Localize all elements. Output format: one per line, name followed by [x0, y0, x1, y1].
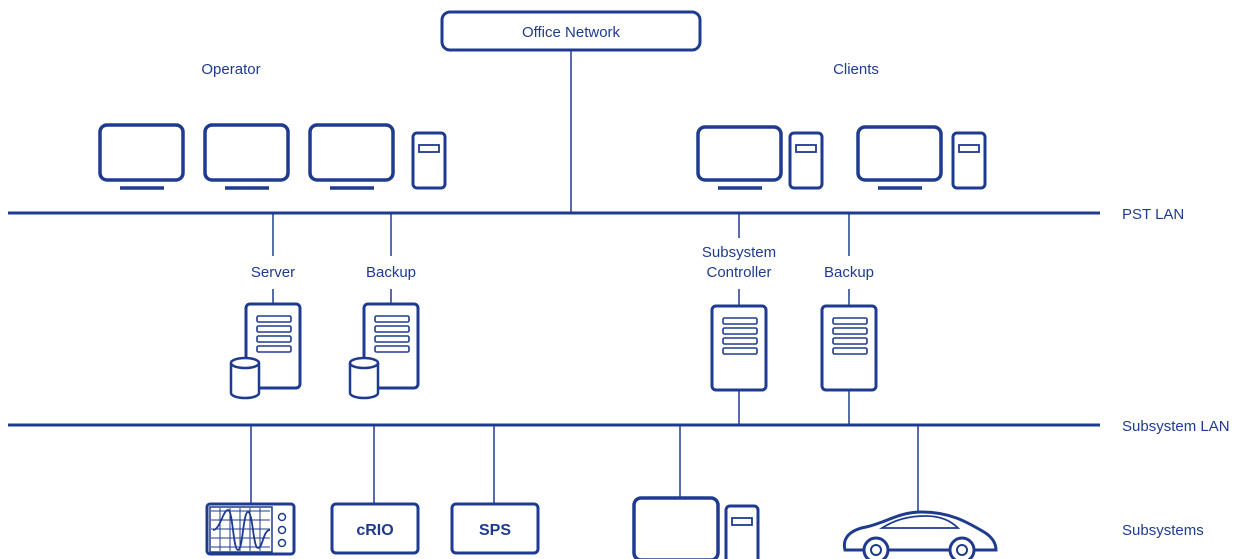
tower-pc-icon	[951, 131, 987, 190]
monitor-icon	[98, 123, 185, 190]
backup-left-label: Backup	[366, 264, 416, 281]
car-icon	[842, 510, 998, 559]
office-network-label: Office Network	[522, 24, 621, 41]
office-network-node: Office Network	[440, 10, 702, 52]
crio-device: cRIO	[330, 502, 420, 555]
monitor-icon	[203, 123, 290, 190]
tower-pc-icon	[724, 504, 760, 559]
monitor-icon	[632, 496, 720, 559]
pst-lan-label: PST LAN	[1122, 206, 1184, 223]
server-rack-icon	[362, 302, 420, 390]
database-icon	[229, 356, 261, 400]
tower-pc-icon	[411, 131, 447, 190]
subsystem-controller-label-line2: Controller	[706, 264, 771, 281]
backup-right-label: Backup	[824, 264, 874, 281]
sps-device: SPS	[450, 502, 540, 555]
tower-pc-icon	[788, 131, 824, 190]
server-rack-icon	[710, 304, 768, 392]
server-rack-icon	[820, 304, 878, 392]
database-icon	[348, 356, 380, 400]
oscilloscope-icon	[205, 502, 296, 556]
subsystem-controller-label-line1: Subsystem	[702, 244, 776, 261]
server-label: Server	[251, 264, 295, 281]
crio-label: cRIO	[356, 522, 393, 539]
server-rack-icon	[244, 302, 302, 390]
monitor-icon	[856, 125, 943, 190]
operator-label: Operator	[201, 61, 260, 78]
subsystem-lan-label: Subsystem LAN	[1122, 418, 1230, 435]
subsystems-label: Subsystems	[1122, 522, 1204, 539]
monitor-icon	[696, 125, 783, 190]
sps-label: SPS	[479, 522, 511, 539]
monitor-icon	[308, 123, 395, 190]
clients-label: Clients	[833, 61, 879, 78]
